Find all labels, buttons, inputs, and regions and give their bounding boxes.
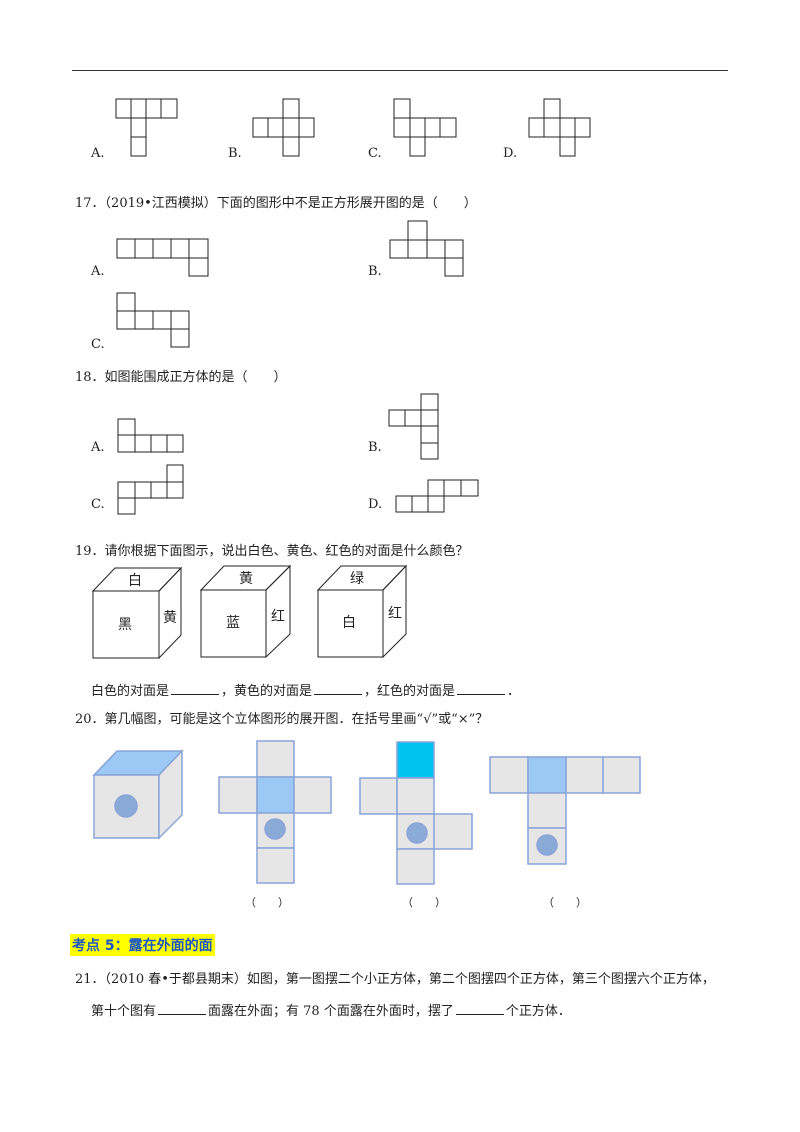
q19-answer-red-label: ，红色的对面是: [364, 684, 456, 699]
q19-cube-1-side: 黄: [163, 610, 177, 626]
q19-answer-yellow-blank[interactable]: [314, 682, 363, 695]
q20-bracket-1[interactable]: （ ）: [245, 896, 289, 909]
q19-cube-2-top: 黄: [239, 571, 253, 587]
q19-answer-white-blank[interactable]: [171, 682, 220, 695]
q19-cube-3-front: 白: [342, 615, 356, 631]
q17-option-a-label: A.: [91, 264, 105, 279]
header-rule: [72, 70, 728, 71]
q17-option-c-label: C.: [91, 337, 105, 352]
q17-stem: 17．（2019•江西模拟）下面的图形中不是正方形展开图的是（ ）: [75, 196, 477, 211]
q21-line-2: 第十个图有 面露在外面；有 78 个面露在外面时，摆了 个正方体．: [91, 1000, 571, 1019]
q21-line-1: 21．（2010 春•于都县期末）如图，第一图摆二个小正方体，第二个图摆四个正方…: [75, 972, 715, 987]
q18-stem: 18．如图能围成正方体的是（ ）: [75, 370, 287, 385]
q20-bracket-2[interactable]: （ ）: [402, 896, 446, 909]
q20-stem: 20．第几幅图，可能是这个立体图形的展开图．在括号里画“√”或“×”？: [75, 712, 489, 727]
q21-line-2-part-c: 个正方体．: [505, 1004, 571, 1019]
q18-option-a-label: A.: [91, 440, 105, 455]
q19-answer-line: 白色的对面是 ，黄色的对面是 ，红色的对面是 ．: [91, 680, 520, 699]
section-heading: 考点 5：露在外面的面: [70, 934, 215, 956]
q21-blank-faces[interactable]: [158, 1002, 207, 1015]
q19-answer-red-blank[interactable]: [457, 682, 506, 695]
q18-option-c-label: C.: [91, 497, 105, 512]
q20-bracket-3[interactable]: （ ）: [543, 896, 587, 909]
q16-option-c-label: C.: [368, 146, 382, 161]
q18-option-b-label: B.: [368, 440, 382, 455]
q19-answer-white-label: 白色的对面是: [91, 684, 170, 699]
q19-cube-3-top: 绿: [350, 571, 364, 587]
q16-option-d-label: D.: [503, 146, 518, 161]
q21-line-2-part-a: 第十个图有: [91, 1004, 157, 1019]
q21-blank-cubes[interactable]: [455, 1002, 504, 1015]
q19-cube-3-side: 红: [388, 606, 402, 622]
q17-option-b-label: B.: [368, 264, 382, 279]
q19-stem: 19．请你根据下面图示，说出白色、黄色、红色的对面是什么颜色？: [75, 544, 469, 559]
q19-cube-1-top: 白: [128, 573, 142, 589]
q18-option-d-label: D.: [368, 497, 383, 512]
q19-cube-2-side: 红: [271, 609, 285, 625]
q19-answer-end: ．: [507, 684, 521, 699]
q19-answer-yellow-label: ，黄色的对面是: [221, 684, 313, 699]
q16-option-a-label: A.: [91, 146, 105, 161]
q21-line-2-part-b: 面露在外面；有 78 个面露在外面时，摆了: [208, 1004, 454, 1019]
q19-cube-2-front: 蓝: [226, 615, 240, 631]
q16-option-b-label: B.: [228, 146, 242, 161]
q19-cube-1-front: 黑: [118, 617, 132, 633]
